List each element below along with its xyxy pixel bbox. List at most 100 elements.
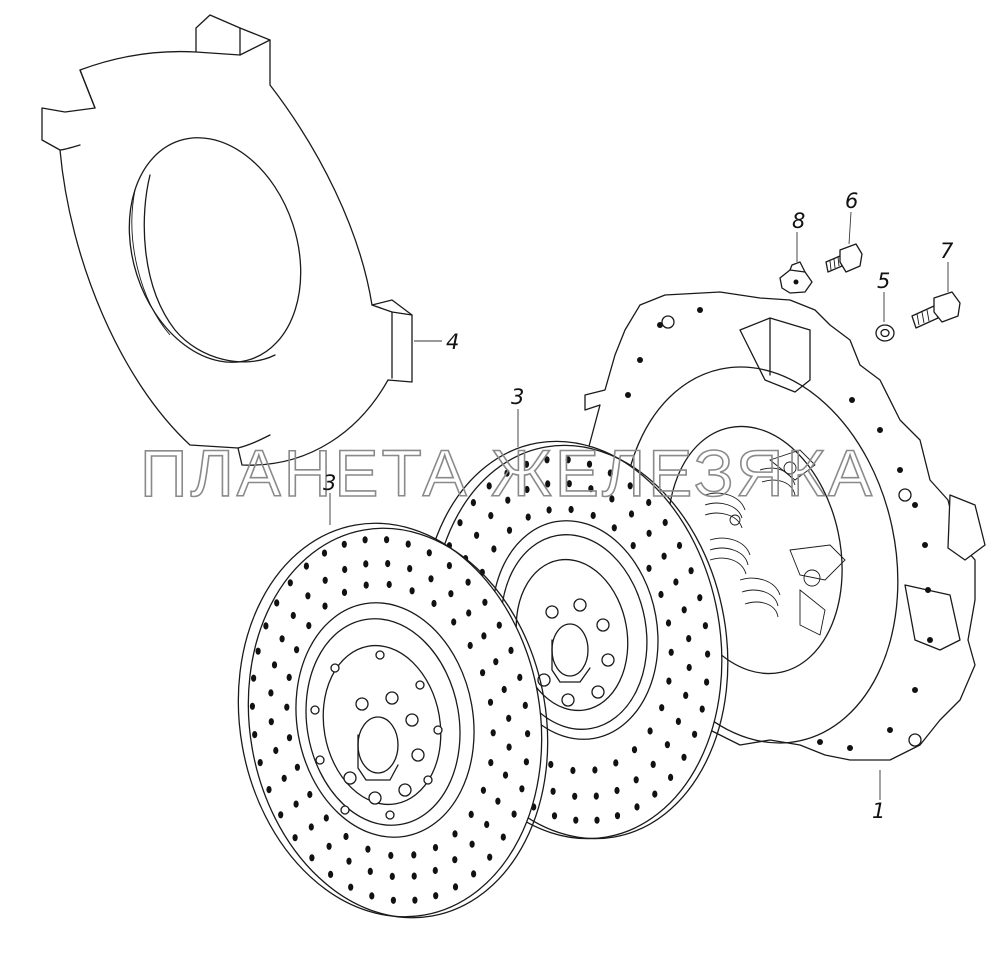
friction-hole	[286, 673, 292, 682]
friction-hole	[646, 529, 652, 537]
front-disc-friction-holes	[249, 536, 531, 904]
friction-hole	[525, 730, 531, 738]
friction-hole	[522, 701, 528, 710]
friction-hole	[452, 883, 459, 891]
friction-hole	[646, 564, 652, 572]
friction-hole	[590, 511, 596, 520]
friction-hole	[431, 599, 437, 608]
friction-hole	[411, 851, 417, 859]
part-4-intermediate-plate	[41, 14, 413, 466]
friction-hole	[683, 691, 689, 700]
callout-3-rear: 3	[511, 385, 524, 409]
friction-hole	[369, 892, 375, 900]
friction-hole	[508, 646, 514, 655]
friction-hole	[428, 575, 434, 583]
friction-hole	[524, 485, 530, 494]
friction-hole	[305, 592, 311, 600]
friction-hole	[465, 578, 471, 586]
friction-hole	[686, 663, 692, 672]
friction-hole	[341, 540, 347, 548]
friction-hole	[504, 469, 510, 477]
friction-hole	[481, 632, 487, 640]
friction-hole	[271, 661, 278, 669]
friction-hole	[592, 766, 598, 774]
friction-hole	[548, 760, 554, 769]
friction-hole	[652, 790, 658, 798]
friction-hole	[322, 576, 328, 584]
friction-hole	[551, 812, 558, 820]
friction-hole	[500, 833, 506, 841]
callout-3-front: 3	[323, 471, 336, 495]
friction-hole	[566, 480, 572, 488]
friction-hole	[257, 759, 263, 767]
callout-8: 8	[792, 209, 805, 233]
friction-hole	[666, 677, 672, 685]
friction-hole	[252, 731, 258, 739]
friction-hole	[279, 635, 285, 643]
friction-hole	[628, 510, 635, 518]
friction-hole	[702, 622, 709, 630]
callout-1: 1	[872, 799, 885, 823]
friction-hole	[466, 609, 472, 617]
friction-hole	[487, 853, 493, 861]
friction-hole	[570, 766, 576, 775]
friction-hole	[363, 581, 369, 589]
friction-hole	[634, 803, 640, 811]
friction-hole	[343, 832, 349, 841]
friction-hole	[614, 812, 621, 820]
callouts: 8 6 5 7 4 3 3 1	[323, 189, 954, 823]
friction-hole	[523, 460, 530, 468]
friction-hole	[659, 704, 665, 712]
friction-hole	[484, 820, 490, 829]
friction-hole	[469, 840, 475, 848]
friction-hole	[426, 549, 432, 557]
friction-hole	[646, 498, 652, 507]
friction-hole	[309, 854, 315, 862]
friction-hole	[568, 505, 574, 514]
part-5-washer	[875, 324, 895, 342]
friction-hole	[506, 714, 512, 722]
friction-hole	[268, 718, 274, 726]
friction-hole	[407, 565, 413, 573]
friction-hole	[432, 844, 439, 852]
friction-hole	[452, 830, 458, 838]
friction-hole	[328, 870, 334, 879]
front-disc-rivets	[310, 650, 443, 820]
friction-hole	[650, 760, 656, 769]
friction-hole	[255, 647, 261, 655]
friction-hole	[411, 872, 417, 880]
friction-hole	[471, 870, 477, 878]
friction-hole	[668, 773, 674, 782]
friction-hole	[286, 734, 293, 742]
friction-hole	[495, 797, 501, 805]
friction-hole	[432, 866, 438, 875]
friction-hole	[433, 892, 439, 900]
friction-hole	[448, 590, 454, 598]
friction-hole	[321, 549, 328, 557]
friction-hole	[501, 685, 507, 694]
friction-hole	[486, 482, 492, 490]
friction-hole	[594, 816, 600, 824]
cover-rim-holes	[625, 307, 933, 751]
friction-hole	[633, 776, 639, 784]
callout-5: 5	[877, 269, 890, 293]
friction-hole	[249, 702, 255, 710]
friction-hole	[323, 814, 329, 822]
friction-hole	[363, 560, 369, 568]
friction-hole	[365, 845, 371, 853]
friction-hole	[362, 536, 368, 544]
friction-hole	[307, 790, 313, 799]
friction-hole	[607, 469, 613, 477]
friction-hole	[519, 785, 525, 793]
friction-hole	[278, 811, 284, 819]
friction-hole	[405, 540, 411, 548]
rear-disc-hub-holes	[537, 598, 615, 707]
friction-hole	[681, 606, 687, 614]
friction-hole	[482, 598, 488, 606]
friction-hole	[268, 689, 274, 697]
friction-hole	[627, 482, 633, 490]
friction-hole	[611, 524, 617, 532]
friction-hole	[609, 495, 615, 503]
friction-hole	[480, 669, 486, 677]
